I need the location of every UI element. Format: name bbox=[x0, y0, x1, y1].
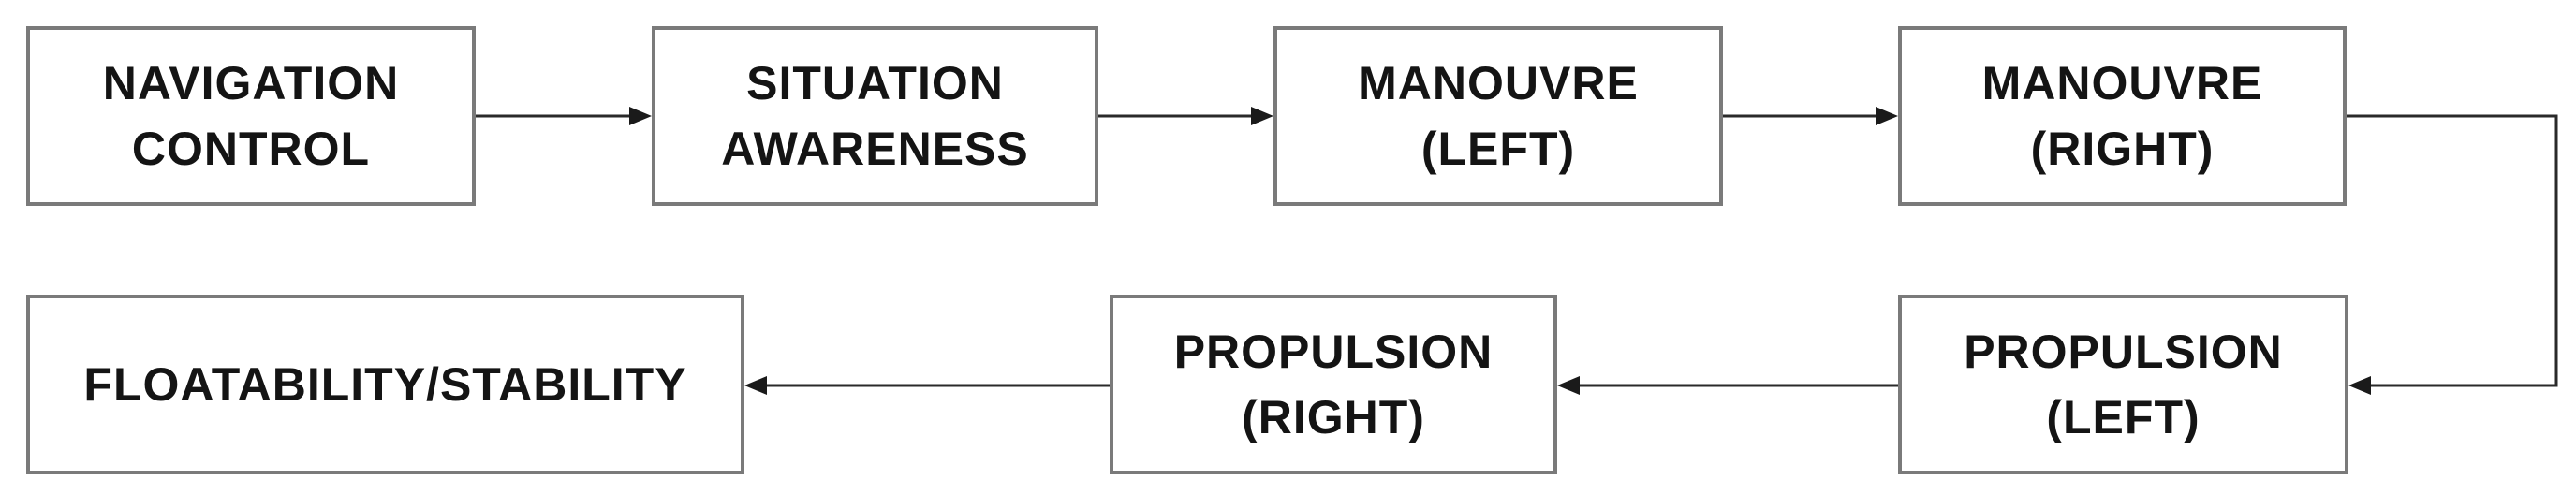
node-label: FLOATABILITY/STABILITY bbox=[83, 358, 687, 411]
node-label: MANOUVRE (RIGHT) bbox=[1981, 57, 2263, 175]
node-label: NAVIGATION CONTROL bbox=[102, 57, 400, 175]
arrowhead-situation bbox=[629, 107, 652, 125]
arrowhead-propulsion-left bbox=[2348, 376, 2371, 395]
node-manouvre-left: MANOUVRE (LEFT) bbox=[1273, 26, 1723, 206]
arrowhead-manouvre-right bbox=[1876, 107, 1898, 125]
node-floatability-stability: FLOATABILITY/STABILITY bbox=[26, 295, 744, 474]
node-propulsion-right: PROPULSION (RIGHT) bbox=[1110, 295, 1557, 474]
node-navigation-control: NAVIGATION CONTROL bbox=[26, 26, 476, 206]
arrowhead-propulsion-right bbox=[1557, 376, 1580, 395]
arrowhead-floatability bbox=[744, 376, 767, 395]
node-situation-awareness: SITUATION AWARENESS bbox=[652, 26, 1098, 206]
node-label: PROPULSION (RIGHT) bbox=[1173, 326, 1494, 443]
node-label: SITUATION AWARENESS bbox=[721, 57, 1029, 175]
connector-manouvre-right-to-propulsion-left bbox=[2347, 114, 2558, 387]
node-manouvre-right: MANOUVRE (RIGHT) bbox=[1898, 26, 2347, 206]
node-label: MANOUVRE (LEFT) bbox=[1358, 57, 1639, 175]
node-propulsion-left: PROPULSION (LEFT) bbox=[1898, 295, 2348, 474]
arrowhead-manouvre-left bbox=[1251, 107, 1273, 125]
node-label: PROPULSION (LEFT) bbox=[1964, 326, 2283, 443]
